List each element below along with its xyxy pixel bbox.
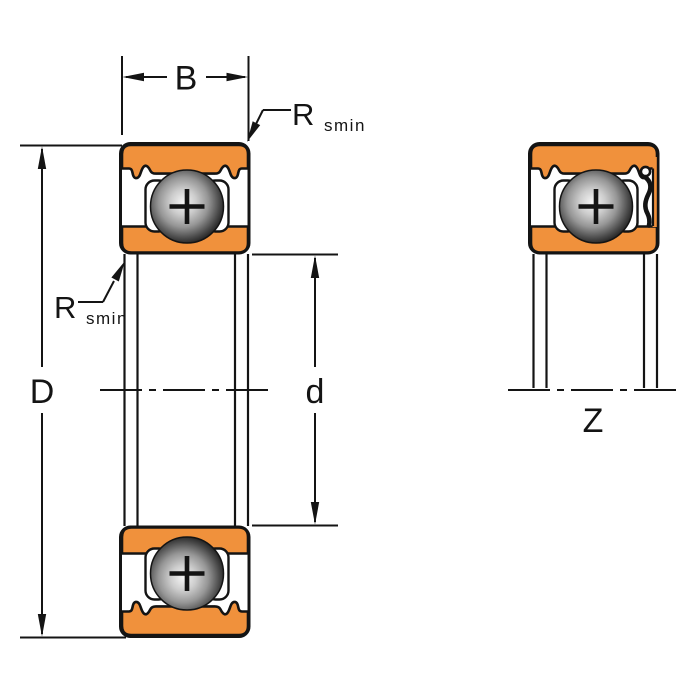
rsmin-subscript: smin xyxy=(86,309,128,328)
arrowhead-up xyxy=(310,255,320,278)
arrowhead-down xyxy=(37,614,47,637)
rsmin-subscript: smin xyxy=(324,116,366,135)
label-d-bore: d xyxy=(306,373,325,411)
z-shield-view: Z xyxy=(508,144,682,440)
dimension-b: B xyxy=(121,56,250,141)
label-rsmin-top: R smin xyxy=(292,97,366,135)
shield-curve xyxy=(642,174,653,228)
leader-rsmin-bottom: R smin xyxy=(54,261,128,328)
label-d-outer: D xyxy=(30,373,55,411)
shield-land xyxy=(652,157,657,227)
z-shield-icon xyxy=(639,157,657,228)
rsmin-symbol: R xyxy=(54,290,76,325)
rsmin-symbol: R xyxy=(292,97,314,132)
arrowhead-right xyxy=(226,72,248,82)
arrowhead-up xyxy=(37,146,47,169)
bore-lines-z xyxy=(532,254,659,388)
z-top-section xyxy=(530,144,659,254)
label-rsmin-bottom: R smin xyxy=(54,290,128,328)
arrowhead-left xyxy=(122,72,144,82)
front-top-section xyxy=(121,144,250,254)
shield-rolled-edge xyxy=(639,165,652,178)
front-bottom-section xyxy=(121,527,250,637)
arrowhead xyxy=(111,261,125,282)
label-z-view: Z xyxy=(583,402,604,440)
arrowhead xyxy=(247,121,261,142)
label-b: B xyxy=(175,60,198,98)
dimension-d-outer: D xyxy=(20,144,126,639)
front-section-view xyxy=(100,144,272,637)
leader-line xyxy=(102,280,115,303)
arrowhead-down xyxy=(310,502,320,525)
leader-rsmin-top: R smin xyxy=(247,97,366,142)
dimension-d-bore: d xyxy=(252,253,338,527)
